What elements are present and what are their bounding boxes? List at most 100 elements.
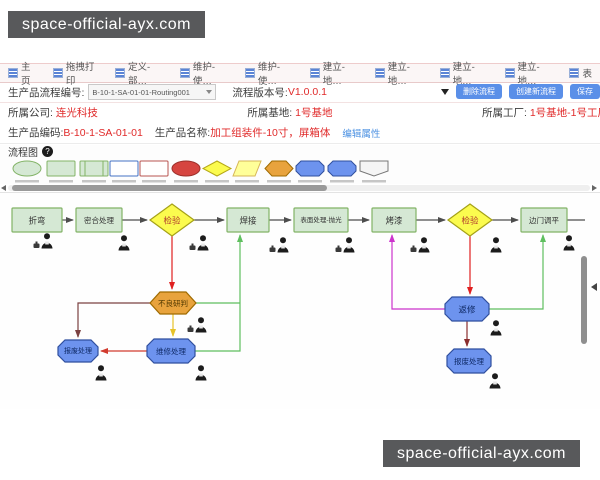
palette-shape-rect-green[interactable] (46, 160, 76, 183)
worker-icon (187, 317, 207, 333)
palette-shape-ellipse-green[interactable] (12, 160, 42, 183)
flow-edge (195, 234, 243, 352)
palette-shape-hexagon-orange[interactable] (264, 160, 294, 183)
worker-icon (489, 373, 501, 389)
palette-shape-parallelogram-yellow[interactable] (232, 160, 262, 183)
flow-node-n1[interactable]: 折弯 (11, 207, 63, 233)
palette-caption (235, 180, 259, 183)
palette-shape-rect-lined-green[interactable] (79, 160, 109, 183)
palette-caption (142, 180, 166, 183)
worker-icon (335, 237, 355, 253)
flow-node-n6[interactable]: 烤漆 (371, 207, 417, 233)
grid-icon (439, 68, 450, 78)
tab-4[interactable]: 维护-使… (237, 62, 302, 87)
company-value: 连光科技 (55, 107, 98, 119)
flow-node-n12[interactable]: 返修 (444, 296, 490, 322)
save-button[interactable]: 保存 (570, 84, 600, 99)
flow-node-label: 折弯 (28, 216, 45, 226)
palette-shape-octagon-blue[interactable] (295, 160, 325, 183)
version-value: V1.0.0.1 (287, 86, 327, 98)
flow-node-n9[interactable]: 不良研判 (149, 291, 197, 315)
factory-field: 所属工厂: 1号基地-1号工厂 (482, 105, 600, 120)
tab-8[interactable]: 建立-地… (497, 62, 562, 87)
flow-node-n13[interactable]: 报废处理 (446, 348, 492, 374)
flow-node-n7[interactable]: 检验 (446, 203, 494, 237)
grid-icon (52, 68, 63, 78)
create-flow-button[interactable]: 创建新流程 (509, 84, 563, 99)
palette-caption (112, 180, 136, 183)
tab-2[interactable]: 定义-部… (107, 62, 172, 87)
toolbar-actions: 删除流程 创建新流程 保存 (441, 84, 600, 99)
flow-node-n11[interactable]: 报废处理 (57, 339, 99, 363)
tab-label: 维护-使… (257, 62, 281, 87)
tool-icon (33, 241, 40, 248)
flow-node-label: 边门调平 (529, 216, 559, 225)
version-label: 流程版本号: (232, 86, 288, 99)
flow-node-label: 报废处理 (454, 356, 484, 366)
flow-node-n10[interactable]: 维修处理 (146, 338, 196, 364)
tab-label: 定义-部… (128, 62, 151, 87)
tab-3[interactable]: 维护-使… (172, 62, 237, 87)
palette-shape-ellipse-red[interactable] (171, 160, 201, 183)
tab-0[interactable]: 主页 (0, 62, 45, 87)
factory-value: 1号基地-1号工厂 (529, 107, 600, 119)
flow-canvas[interactable]: 折弯密合处理检验焊接表面处理-抛光烤漆检验边门调平不良研判维修处理报废处理返修报… (0, 192, 600, 409)
flow-node-n8[interactable]: 边门调平 (520, 207, 568, 233)
flow-node-label: 焊接 (239, 216, 257, 226)
tab-6[interactable]: 建立-地… (367, 62, 432, 87)
tool-icon (410, 245, 417, 252)
flow-node-label: 表面处理-抛光 (300, 215, 342, 224)
canvas-vertical-scrollbar[interactable] (581, 256, 587, 344)
palette-shape-octagon-blue-2[interactable] (327, 160, 357, 183)
flow-node-label: 烤漆 (385, 216, 403, 226)
tab-5[interactable]: 建立-地… (302, 62, 367, 87)
tab-7[interactable]: 建立-地… (432, 62, 497, 87)
tab-label: 拖拽打印 (65, 62, 95, 87)
grid-icon (179, 68, 190, 78)
palette-svg (12, 160, 389, 183)
product-code-label: 生产品编码: (8, 127, 64, 139)
palette-shape-diamond-yellow[interactable] (201, 160, 233, 183)
flow-node-n4[interactable]: 焊接 (226, 207, 270, 233)
grid-icon (309, 68, 320, 78)
tool-icon (269, 245, 276, 252)
watermark-bottom: space-official-ayx.com (383, 440, 580, 467)
worker-icon (95, 365, 107, 381)
palette-scrollbar-thumb[interactable] (12, 185, 327, 191)
edit-attributes-link[interactable]: 编辑属性 (342, 128, 381, 140)
product-name-label: 生产品名称: (154, 127, 211, 139)
palette-caption (267, 180, 291, 183)
flow-section-title: 流程图 (8, 148, 38, 159)
base-field: 所属基地: 1号基地 (247, 105, 332, 120)
company-label: 所属公司: (8, 107, 53, 119)
chevron-down-icon (206, 90, 213, 94)
worker-icon (195, 365, 207, 381)
worker-icon (189, 235, 209, 251)
more-dropdown-caret-icon[interactable] (441, 88, 449, 95)
grid-icon (244, 68, 255, 78)
flow-node-n3[interactable]: 检验 (148, 203, 196, 237)
flow-node-n5[interactable]: 表面处理-抛光 (293, 207, 349, 233)
worker-icon (563, 235, 575, 251)
worker-icon (269, 237, 289, 253)
flow-section-header: 流程图 ? (0, 145, 600, 159)
delete-flow-button[interactable]: 删除流程 (456, 84, 502, 99)
palette-shape-rect-blue-outline[interactable] (109, 160, 139, 183)
palette-scrollbar[interactable] (8, 185, 590, 191)
shape-palette (0, 158, 600, 184)
tab-label: 建立-地… (517, 62, 540, 87)
tab-label: 主页 (21, 62, 31, 87)
palette-shape-rect-red-outline[interactable] (139, 160, 169, 183)
palette-scroll-right-icon[interactable] (592, 185, 597, 191)
help-icon[interactable]: ? (42, 146, 53, 157)
palette-shape-display-gray[interactable] (359, 160, 389, 183)
palette-scroll-left-icon[interactable] (1, 185, 6, 191)
panel-collapse-icon[interactable] (591, 283, 597, 291)
factory-label: 所属工厂: (481, 107, 527, 119)
flow-node-n2[interactable]: 密合处理 (75, 207, 123, 233)
tab-1[interactable]: 拖拽打印 (45, 62, 107, 87)
routing-select[interactable]: B-10-1-SA-01-01-Routing001 (88, 84, 217, 100)
flow-node-label: 密合处理 (84, 215, 114, 225)
tab-9[interactable]: 表 (561, 64, 600, 82)
palette-caption (362, 180, 386, 183)
